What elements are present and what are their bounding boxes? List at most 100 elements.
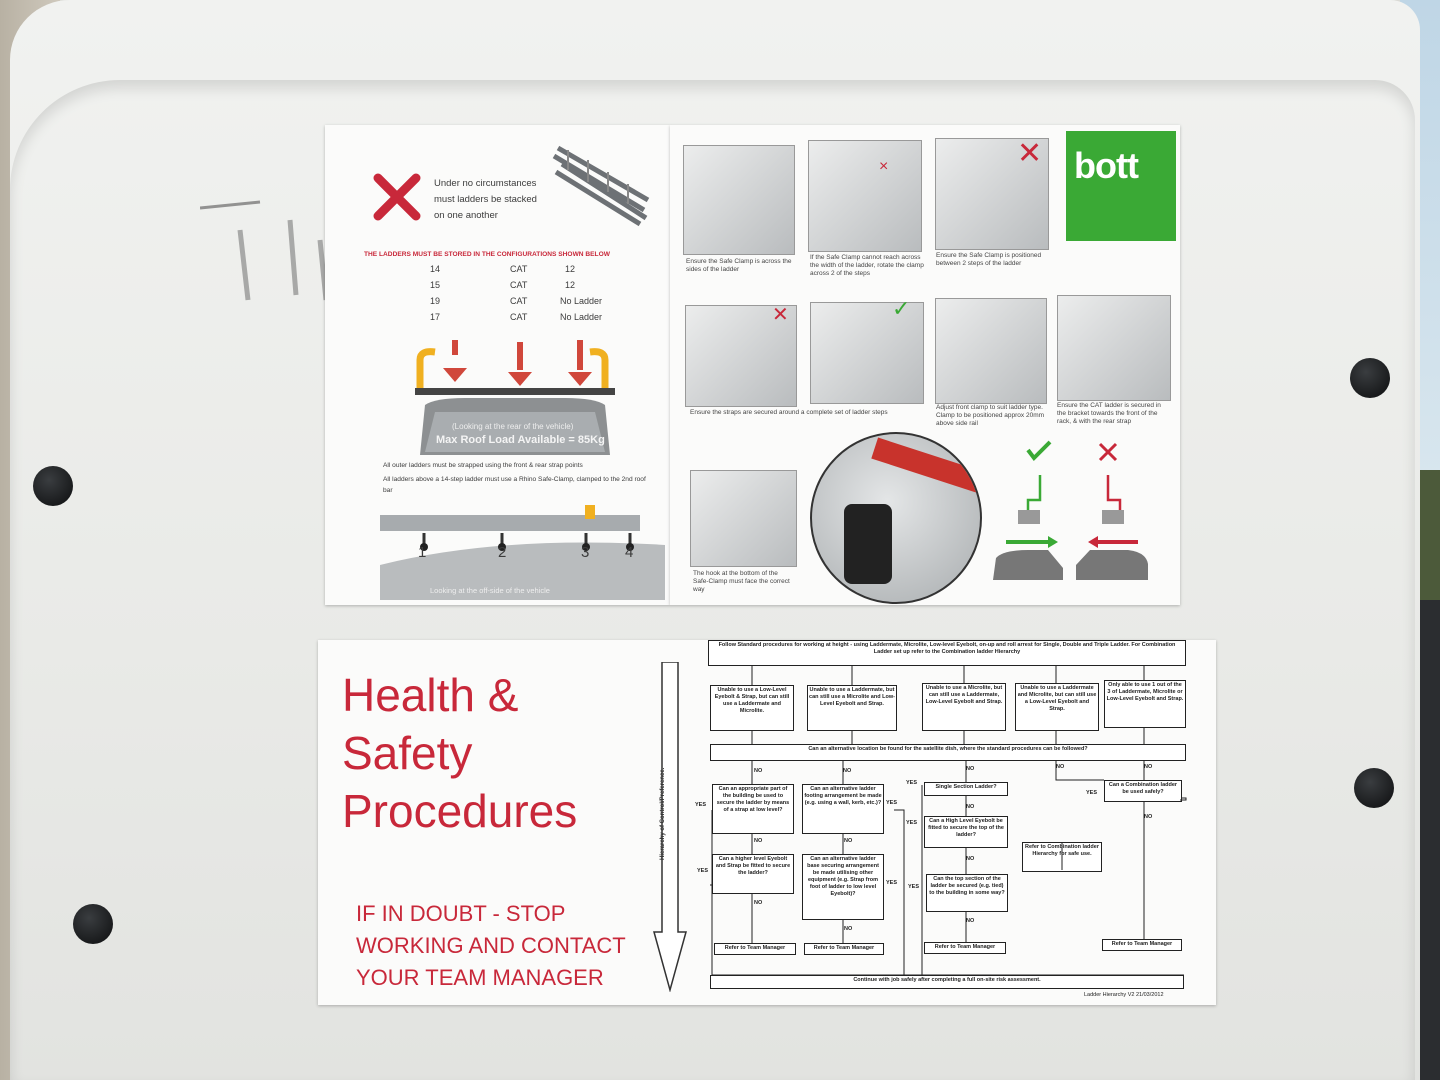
notice-line: YOUR TEAM MANAGER xyxy=(356,965,604,990)
flow-no-label: NO xyxy=(754,838,763,844)
warning-line: Under no circumstances xyxy=(434,178,537,189)
hook-direction-diagram xyxy=(993,440,1148,580)
config-cell: CAT xyxy=(510,280,528,290)
flow-yes-label: YES xyxy=(886,800,898,806)
flow-no-label: NO xyxy=(966,918,975,924)
config-row: 17 CAT No Ladder xyxy=(430,312,630,328)
flow-question: Can a higher level Eyebolt and Strap be … xyxy=(712,854,794,894)
flow-no-label: NO xyxy=(754,768,763,774)
clamp-photo xyxy=(935,138,1049,250)
health-safety-title: Health & Safety Procedures xyxy=(342,666,577,840)
roof-bar-number: 1 xyxy=(418,544,427,561)
stacking-warning: Under no circumstances must ladders be s… xyxy=(434,176,537,224)
rivet xyxy=(73,904,113,944)
flow-question: Can an appropriate part of the building … xyxy=(712,784,794,834)
strap-note-safe-clamp: All ladders above a 14-step ladder must … xyxy=(383,476,646,494)
roof-bar-side-illustration xyxy=(380,505,665,600)
roof-rack-rear-illustration xyxy=(415,340,615,455)
flow-team-manager: Refer to Team Manager xyxy=(714,943,796,955)
config-cell: 17 xyxy=(430,312,441,322)
clamp-caption: If the Safe Clamp cannot reach across th… xyxy=(810,254,924,277)
rear-view-note: (Looking at the rear of the vehicle) xyxy=(452,422,574,431)
flowchart-connectors xyxy=(710,666,1187,976)
flow-yes-label: YES xyxy=(697,868,709,874)
roof-bar-number: 2 xyxy=(498,544,507,561)
clamp-caption: Ensure the Safe Clamp is across the side… xyxy=(686,258,792,273)
flow-team-manager: Refer to Team Manager xyxy=(804,943,884,955)
flow-no-label: NO xyxy=(1144,814,1153,820)
bott-logo: bott xyxy=(1066,131,1176,241)
config-heading: THE LADDERS MUST BE STORED IN THE CONFIG… xyxy=(364,251,610,258)
hook-photo xyxy=(690,470,797,567)
cat-ladder-photo xyxy=(1057,295,1171,401)
flow-yes-label: YES xyxy=(1086,790,1098,796)
strap-note-outer: All outer ladders must be strapped using… xyxy=(383,462,583,469)
flow-yes-label: YES xyxy=(906,780,918,786)
flow-no-label: NO xyxy=(966,856,975,862)
if-in-doubt-notice: IF IN DOUBT - STOP WORKING AND CONTACT Y… xyxy=(356,898,626,994)
config-cell: 12 xyxy=(565,280,576,290)
correct-mark-icon: ✓ xyxy=(892,296,911,321)
flow-alt-location: Can an alternative location be found for… xyxy=(710,744,1186,761)
incorrect-mark-icon: ✕ xyxy=(1017,137,1043,170)
flow-question: Can the top section of the ladder be sec… xyxy=(926,874,1008,912)
warning-line: must ladders be stacked xyxy=(434,194,537,205)
flow-start: Follow Standard procedures for working a… xyxy=(708,640,1186,666)
hierarchy-arrow xyxy=(653,662,687,992)
incorrect-mark-icon: ✕ xyxy=(772,304,789,326)
flow-question: Single Section Ladder? xyxy=(924,782,1008,796)
strap-caption: Ensure the straps are secured around a c… xyxy=(690,409,888,416)
hook-detail-clamp xyxy=(844,504,892,584)
cross-icon xyxy=(373,173,421,221)
flow-no-label: NO xyxy=(843,768,852,774)
hierarchy-label: Hierarchy of Control/Preference. xyxy=(660,767,666,860)
flow-question: Can an alternative ladder footing arrang… xyxy=(802,784,884,834)
rivet xyxy=(1350,358,1390,398)
flow-option: Only able to use 1 out of the 3 of Ladde… xyxy=(1104,680,1186,728)
config-cell: 19 xyxy=(430,296,441,306)
flow-yes-label: YES xyxy=(695,802,707,808)
notice-line: IF IN DOUBT - STOP xyxy=(356,901,566,926)
flow-no-label: NO xyxy=(1056,764,1065,770)
stacked-ladders-illustration xyxy=(552,145,650,227)
flow-question: Can an alternative ladder base securing … xyxy=(802,854,884,920)
clamp-caption: Ensure the Safe Clamp is positioned betw… xyxy=(936,252,1042,267)
version-label: Ladder Hierarchy V2 21/03/2012 xyxy=(1084,992,1164,998)
config-cell: 12 xyxy=(565,264,576,274)
front-clamp-caption: Adjust front clamp to suit ladder type. … xyxy=(936,404,1045,427)
config-cell: 14 xyxy=(430,264,441,274)
flow-no-label: NO xyxy=(844,838,853,844)
config-cell: No Ladder xyxy=(560,312,603,322)
hook-caption: The hook at the bottom of the Safe-Clamp… xyxy=(693,570,790,593)
notice-line: WORKING AND CONTACT xyxy=(356,933,626,958)
cat-ladder-caption: Ensure the CAT ladder is secured in the … xyxy=(1057,402,1161,425)
roof-bar-number: 4 xyxy=(625,544,634,561)
config-cell: CAT xyxy=(510,296,528,306)
flow-question: Can a Combination ladder be used safely? xyxy=(1104,780,1182,802)
offside-note: Looking at the off-side of the vehicle xyxy=(430,586,550,595)
flow-no-label: NO xyxy=(966,766,975,772)
strap-photo xyxy=(685,305,797,407)
front-clamp-photo xyxy=(935,298,1047,404)
clamp-photo xyxy=(683,145,795,255)
title-line: Safety xyxy=(342,727,473,779)
flow-option: Unable to use a Laddermate and Microlite… xyxy=(1015,683,1099,731)
warning-line: on one another xyxy=(434,210,498,221)
flow-yes-label: YES xyxy=(906,820,918,826)
flow-no-label: NO xyxy=(754,900,763,906)
flow-team-manager: Refer to Team Manager xyxy=(924,942,1006,954)
flow-option: Unable to use a Low-Level Eyebolt & Stra… xyxy=(710,685,794,731)
rivet xyxy=(1354,768,1394,808)
bott-logo-text: bott xyxy=(1074,145,1139,186)
flow-no-label: NO xyxy=(1144,764,1153,770)
config-cell: CAT xyxy=(510,312,528,322)
title-line: Health & xyxy=(342,669,519,721)
incorrect-mark-icon: × xyxy=(879,158,889,175)
roof-bar-number: 3 xyxy=(581,544,590,561)
flow-no-label: NO xyxy=(966,804,975,810)
title-line: Procedures xyxy=(342,785,578,837)
hook-detail-photo xyxy=(810,432,982,604)
